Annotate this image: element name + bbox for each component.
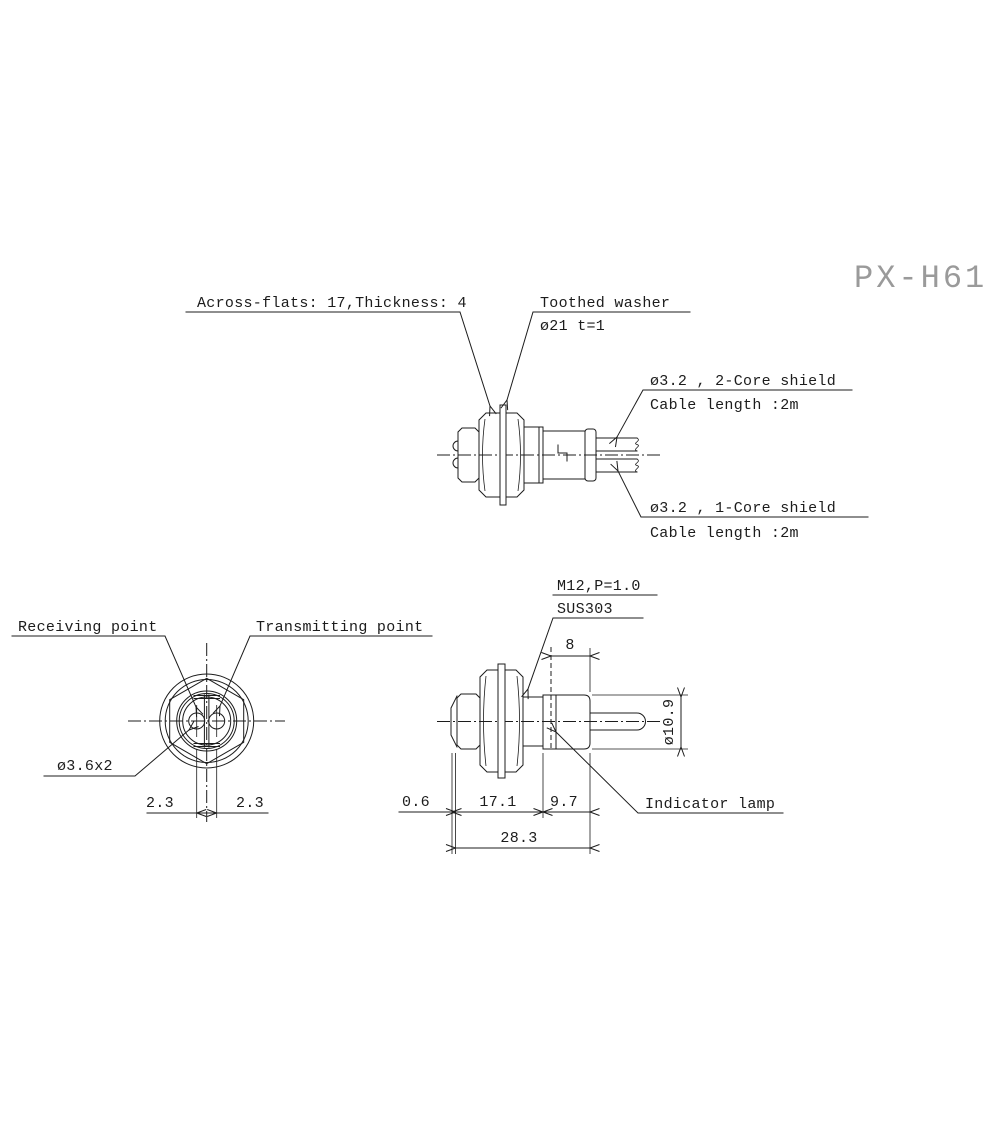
thread-spec-label: M12,P=1.0 bbox=[557, 578, 641, 595]
side-hex-nut-arcs bbox=[483, 675, 520, 767]
across-flats-label: Across-flats: 17,Thickness: 4 bbox=[197, 295, 467, 312]
side-cable bbox=[589, 712, 646, 731]
dim-dia-extensions bbox=[592, 694, 688, 750]
holes-leader bbox=[43, 720, 199, 777]
cable-top-length: Cable length :2m bbox=[650, 397, 799, 414]
toothed-washer bbox=[499, 404, 507, 506]
washer-inner-circle bbox=[164, 679, 249, 763]
head-circle bbox=[176, 690, 238, 752]
side-body bbox=[542, 694, 591, 750]
drawing-title: PX-H61 bbox=[854, 260, 987, 297]
toothed-washer-spec: ø21 t=1 bbox=[540, 318, 605, 335]
material-label: SUS303 bbox=[557, 601, 613, 618]
bottom-extension-lines bbox=[451, 753, 591, 854]
hole-extension-lines bbox=[196, 749, 218, 818]
sensor-head bbox=[457, 427, 480, 483]
dim-2-3-left: 2.3 bbox=[146, 795, 174, 812]
toothed-washer-label: Toothed washer bbox=[540, 295, 670, 312]
cable-bottom-leader bbox=[610, 460, 869, 518]
indicator-lamp-leader bbox=[546, 722, 784, 814]
transmitting-point-label: Transmitting point bbox=[256, 619, 423, 636]
transmitting-leader bbox=[212, 635, 433, 717]
dim-06: 0.6 bbox=[402, 794, 430, 811]
cable-break-symbols bbox=[635, 437, 639, 473]
receiving-point-label: Receiving point bbox=[18, 619, 158, 636]
dim-dia: ø10.9 bbox=[661, 699, 678, 746]
dim-171: 17.1 bbox=[479, 794, 516, 811]
toothed-washer-leader bbox=[500, 311, 691, 411]
side-hex-nut bbox=[479, 669, 524, 773]
receiving-leader bbox=[11, 635, 204, 718]
front-view: Receiving point Transmitting point ø3.6x… bbox=[11, 619, 433, 822]
hex-nut bbox=[478, 412, 525, 498]
across-flats-leader bbox=[185, 311, 497, 417]
dim-283: 28.3 bbox=[500, 830, 537, 847]
body-step bbox=[557, 444, 568, 462]
cable-top-spec: ø3.2 , 2-Core shield bbox=[650, 373, 836, 390]
cable-top-leader bbox=[609, 389, 853, 448]
side-sensor-head bbox=[456, 693, 481, 750]
hex-nut-outline bbox=[169, 677, 245, 765]
bore-circle bbox=[182, 696, 232, 746]
dim-97: 9.7 bbox=[550, 794, 578, 811]
hex-nut-face-arcs bbox=[482, 418, 521, 492]
tip-cone bbox=[450, 695, 458, 748]
side-toothed-washer bbox=[497, 663, 506, 779]
thread-circle bbox=[178, 693, 235, 749]
dim-8: 8 bbox=[565, 637, 574, 654]
cable-bottom-length: Cable length :2m bbox=[650, 525, 799, 542]
dim-2-3-right: 2.3 bbox=[236, 795, 264, 812]
cable-bottom-spec: ø3.2 , 1-Core shield bbox=[650, 500, 836, 517]
lens-domes bbox=[452, 440, 459, 469]
thread-spec-leader bbox=[521, 617, 644, 700]
cable-gland bbox=[584, 428, 597, 482]
aperture-chords bbox=[193, 695, 220, 747]
washer-outer-circle bbox=[159, 673, 255, 769]
side-view: 8 ø10.9 0.6 17.1 9.7 28.3 M12,P=1.0 SUS3… bbox=[398, 578, 784, 854]
indicator-lamp-label: Indicator lamp bbox=[645, 796, 775, 813]
holes-diameter-label: ø3.6x2 bbox=[57, 758, 113, 775]
top-view: Across-flats: 17,Thickness: 4 Toothed wa… bbox=[185, 295, 869, 542]
